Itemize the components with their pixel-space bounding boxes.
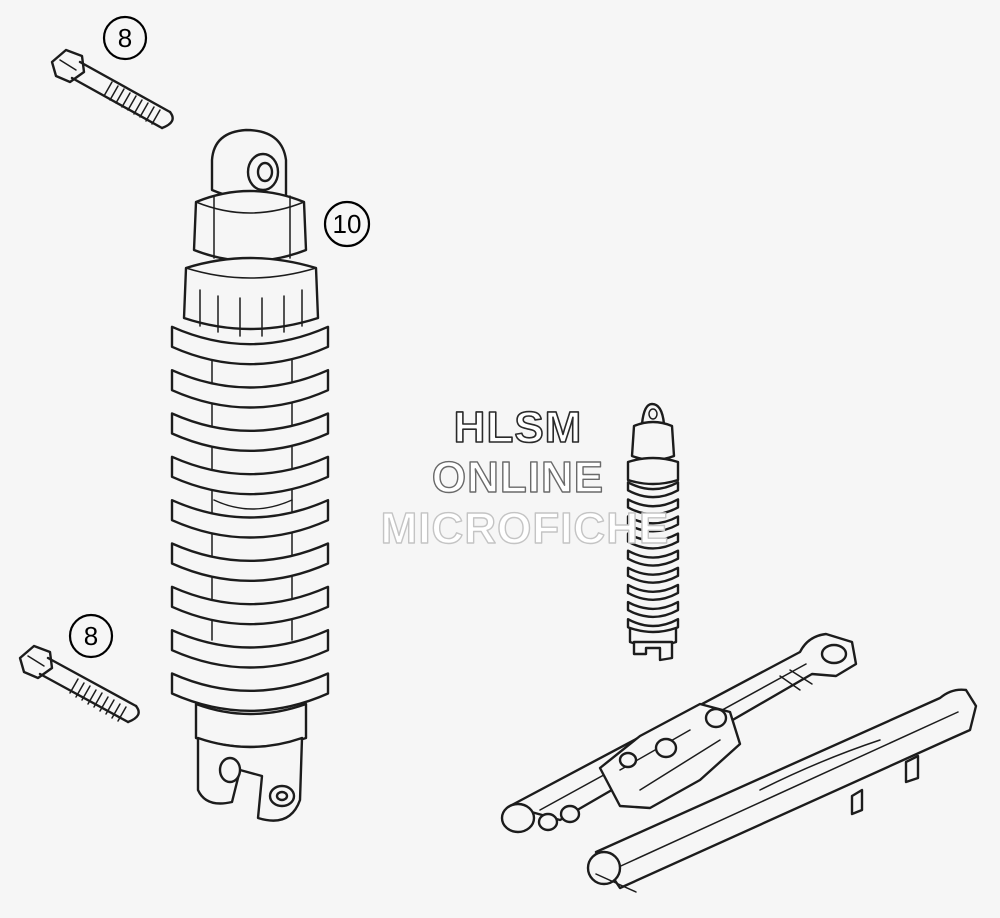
rear-shock-absorber[interactable]	[170, 128, 330, 822]
spring-coil	[170, 455, 330, 496]
spring-coil	[170, 368, 330, 409]
watermark: HLSM ONLINE MICROFICHE	[380, 402, 670, 554]
spring-coil	[626, 566, 680, 584]
callout-label-top-bolt: 8	[118, 23, 132, 53]
watermark-line-2: ONLINE	[432, 453, 604, 502]
spring-coil	[170, 628, 330, 669]
spring-coil	[170, 412, 330, 452]
spring-coil	[170, 585, 330, 626]
top-bolt[interactable]	[50, 48, 174, 130]
coil-spring	[170, 325, 330, 712]
spring-coil	[626, 532, 680, 550]
swingarm[interactable]	[500, 632, 978, 893]
spring-coil	[626, 481, 680, 499]
callout-lower-bolt[interactable]: 8	[68, 613, 114, 659]
spring-coil	[170, 672, 330, 712]
callout-label-shock: 10	[333, 209, 362, 239]
spring-coil	[626, 583, 680, 601]
callout-top-bolt[interactable]: 8	[102, 15, 148, 61]
spring-coil	[626, 515, 680, 533]
lower-bolt[interactable]	[18, 644, 140, 724]
spring-coil	[170, 498, 330, 539]
watermark-line-1: HLSM	[454, 403, 583, 452]
callout-label-lower-bolt: 8	[84, 621, 98, 651]
spring-coil	[626, 600, 680, 619]
spring-coil	[170, 542, 330, 582]
coil-spring-small	[626, 481, 680, 636]
spring-coil	[170, 325, 330, 366]
spring-coil	[626, 549, 680, 567]
watermark-line-3: MICROFICHE	[381, 504, 670, 553]
callout-shock[interactable]: 10	[323, 200, 371, 248]
shock-reference-view	[626, 402, 680, 662]
spring-coil	[626, 498, 680, 516]
